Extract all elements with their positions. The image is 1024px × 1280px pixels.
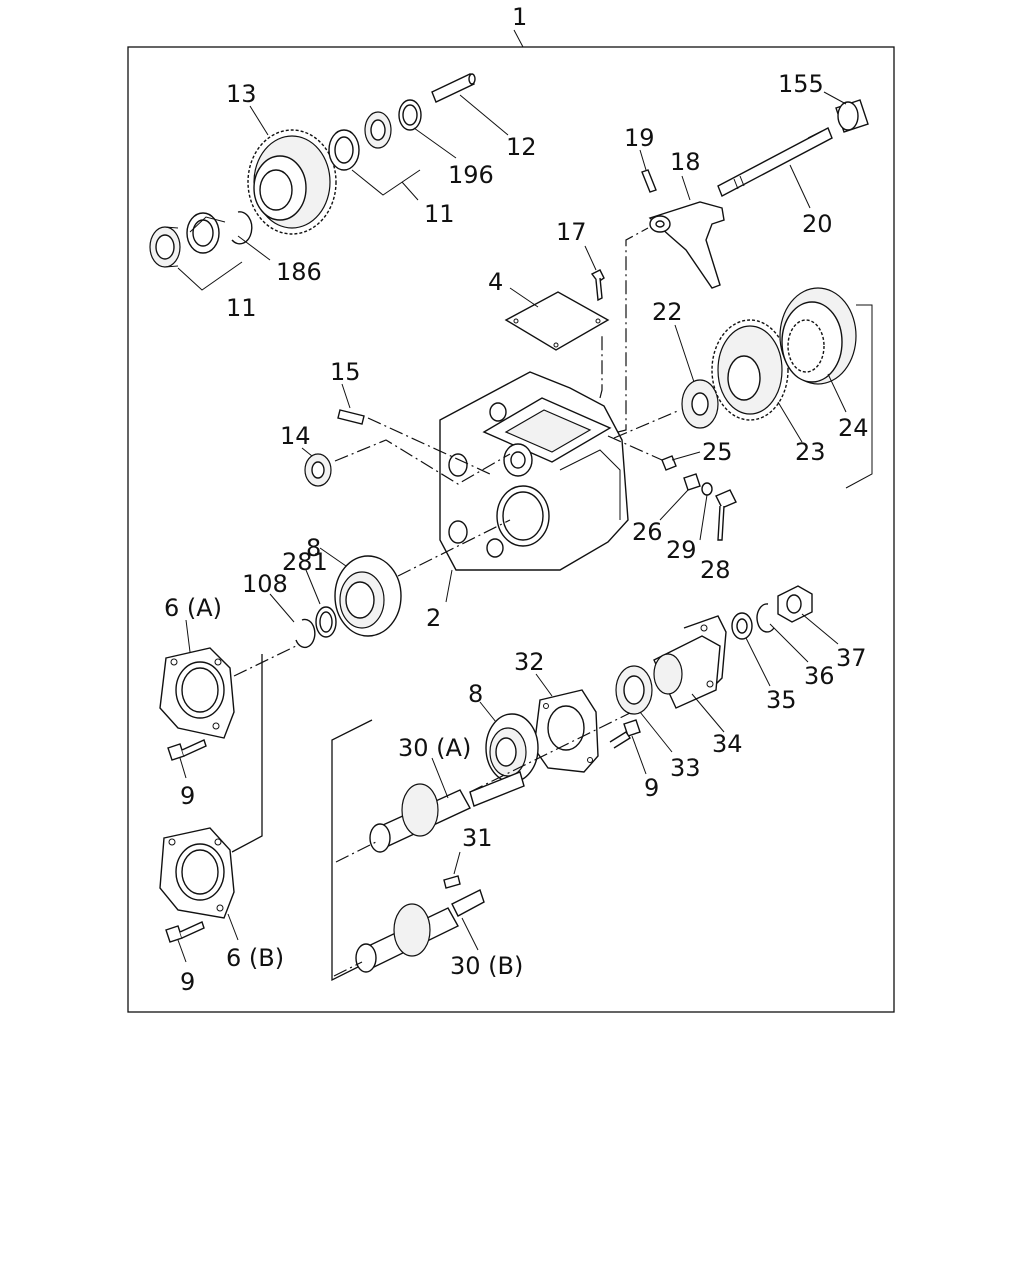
bracket-30 [331, 719, 373, 982]
bolt-9-a [167, 739, 207, 761]
bush-155 [835, 99, 869, 133]
label-6a: 6 (A) [164, 594, 222, 622]
nut-37 [777, 585, 813, 623]
bearing-11-upper [328, 111, 392, 171]
pin-19 [641, 169, 657, 193]
label-29: 29 [666, 536, 697, 564]
label-28: 28 [700, 556, 731, 584]
pto-housing-2 [439, 371, 629, 571]
label-15: 15 [330, 358, 361, 386]
bolt-9-c [165, 921, 205, 943]
label-19: 19 [624, 124, 655, 152]
label-34: 34 [712, 730, 743, 758]
shaft-20 [717, 127, 833, 197]
bearing-8-lower [485, 713, 539, 783]
label-30b: 30 (B) [450, 952, 523, 980]
bolt-9-b [609, 719, 641, 749]
washer-22 [681, 379, 719, 429]
label-4: 4 [488, 268, 503, 296]
bearing-11-left [149, 212, 226, 268]
snap-ring-108 [295, 618, 316, 649]
gear-23 [711, 319, 789, 421]
label-26: 26 [632, 518, 663, 546]
label-24: 24 [838, 414, 869, 442]
washer-29 [701, 482, 713, 496]
label-36: 36 [804, 662, 835, 690]
label-14: 14 [280, 422, 311, 450]
label-31: 31 [462, 824, 493, 852]
gear-13 [247, 129, 337, 235]
label-9-a: 9 [180, 782, 195, 810]
snap-ring-186 [231, 211, 253, 245]
label-8-lower: 8 [468, 680, 483, 708]
diagram-frame [127, 46, 895, 1013]
label-25: 25 [702, 438, 733, 466]
cover-plate-4 [504, 291, 610, 351]
plug-25 [661, 455, 677, 471]
washer-196 [398, 99, 422, 131]
label-1: 1 [512, 3, 527, 31]
shift-fork-18 [648, 201, 725, 289]
key-31 [443, 875, 461, 889]
label-9-c: 9 [180, 968, 195, 996]
label-12: 12 [506, 133, 537, 161]
label-2: 2 [426, 604, 441, 632]
pin-15 [337, 409, 365, 425]
bearing-8-upper [334, 555, 402, 637]
label-6b: 6 (B) [226, 944, 284, 972]
label-155: 155 [778, 70, 824, 98]
label-30a: 30 (A) [398, 734, 471, 762]
leader-1 [513, 29, 524, 48]
shaft-30b [355, 889, 485, 973]
sleeve-24 [779, 287, 857, 385]
companion-flange-34 [653, 615, 727, 709]
flange-32 [533, 689, 599, 773]
label-13: 13 [226, 80, 257, 108]
label-11-lower: 11 [226, 294, 257, 322]
flange-6b [159, 827, 235, 919]
label-37: 37 [836, 644, 867, 672]
pin-12 [431, 73, 476, 103]
spring-26 [683, 473, 701, 491]
label-18: 18 [670, 148, 701, 176]
lock-washer-36 [756, 603, 775, 633]
label-22: 22 [652, 298, 683, 326]
shaft-30a [369, 771, 525, 853]
label-186: 186 [276, 258, 322, 286]
label-35: 35 [766, 686, 797, 714]
washer-35 [731, 612, 753, 640]
seal-14 [304, 453, 332, 487]
label-33: 33 [670, 754, 701, 782]
bolt-17 [590, 269, 605, 302]
label-196: 196 [448, 161, 494, 189]
bolt-28 [715, 489, 737, 541]
label-23: 23 [795, 438, 826, 466]
flange-6a [159, 647, 235, 739]
label-17: 17 [556, 218, 587, 246]
leader-11-left [177, 261, 243, 291]
label-20: 20 [802, 210, 833, 238]
label-8-upper: 8 [306, 534, 321, 562]
label-108: 108 [242, 570, 288, 598]
label-281: 281 [282, 548, 328, 576]
shim-281 [315, 606, 337, 638]
seal-33 [615, 665, 653, 715]
label-32: 32 [514, 648, 545, 676]
label-9-b: 9 [644, 774, 659, 802]
label-11-upper: 11 [424, 200, 455, 228]
